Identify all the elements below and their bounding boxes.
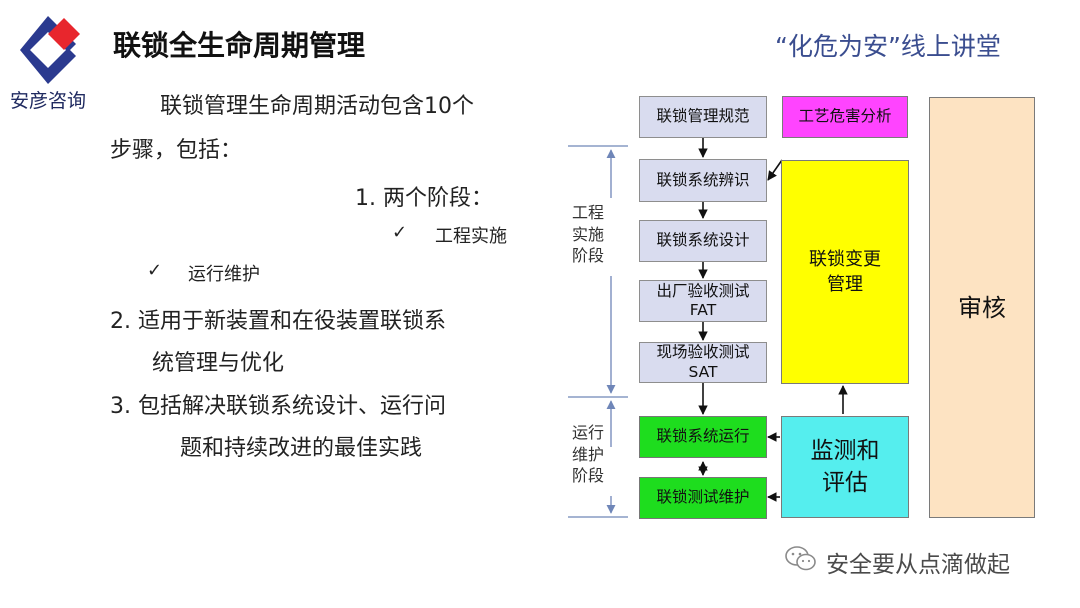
intro-line-1: 联锁管理生命周期活动包含10个 (160, 94, 474, 119)
box-change-mgmt: 联锁变更 管理 (781, 160, 909, 384)
logo-caption: 安彦咨询 (10, 90, 87, 112)
list-item-3-cont: 题和持续改进的最佳实践 (180, 436, 423, 461)
stage-label-engineering: 工程 实施 阶段 (571, 203, 604, 266)
wechat-icon (785, 546, 816, 571)
check-icon: ✓ (147, 260, 163, 281)
box-test-maint: 联锁测试维护 (639, 477, 767, 519)
box-sat: 现场验收测试 SAT (639, 342, 767, 383)
box-audit: 审核 (929, 97, 1035, 518)
box-monitor: 监测和 评估 (781, 416, 909, 518)
intro-line-2: 步骤，包括： (110, 138, 243, 163)
check-icon: ✓ (392, 222, 408, 243)
box-identify: 联锁系统辨识 (639, 159, 767, 202)
list-item-1: 1. 两个阶段： (355, 186, 493, 211)
page-title: 联锁全生命周期管理 (113, 29, 366, 62)
slogan: “化危为安”线上讲堂 (775, 32, 1001, 61)
box-pha: 工艺危害分析 (782, 96, 908, 138)
box-mgmt-spec: 联锁管理规范 (639, 96, 767, 138)
list-item-2: 2. 适用于新装置和在役装置联锁系 (110, 309, 446, 334)
list-item-3: 3. 包括解决联锁系统设计、运行问 (110, 394, 446, 419)
check-item-engineering: 工程实施 (435, 226, 507, 247)
box-operate: 联锁系统运行 (639, 416, 767, 458)
stage-label-operation: 运行 维护 阶段 (571, 423, 604, 486)
anyan-logo-icon (20, 16, 80, 84)
box-design: 联锁系统设计 (639, 220, 767, 262)
list-item-2-cont: 统管理与优化 (152, 351, 285, 376)
watermark-text: 安全要从点滴做起 (826, 552, 1010, 578)
check-item-operation: 运行维护 (188, 264, 260, 285)
box-fat: 出厂验收测试 FAT (639, 280, 767, 322)
